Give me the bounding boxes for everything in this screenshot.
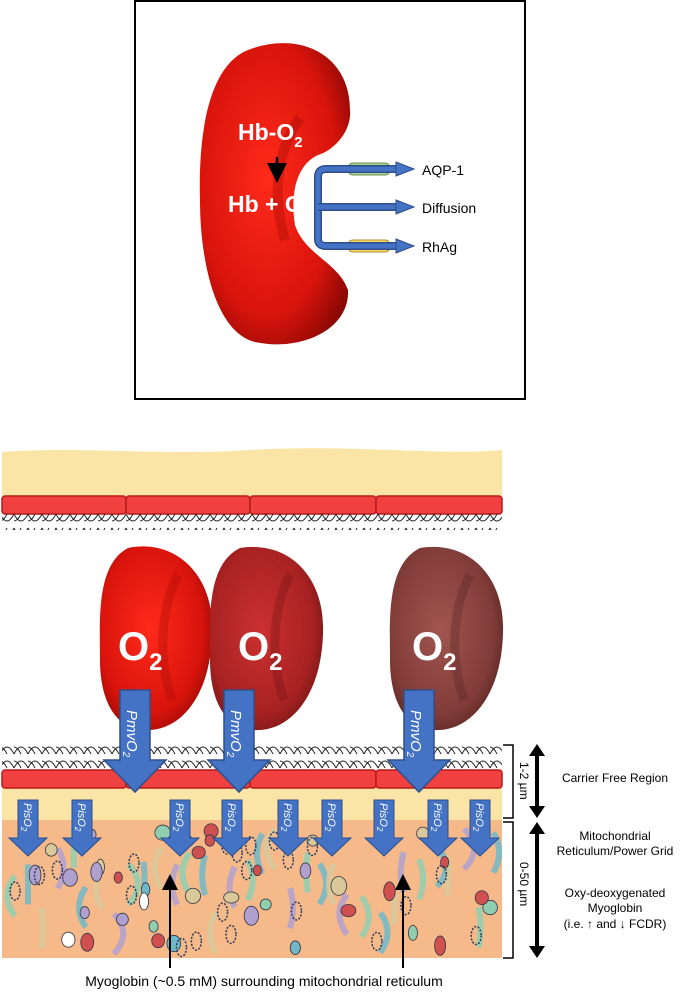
carrier-free-dimension: 1-2 µm: [517, 762, 531, 800]
myo-label-line1: Oxy-deoxygenated: [565, 886, 666, 900]
piso2-label-5: PisO2: [279, 803, 293, 832]
piso2-arrow-7: PisO2: [363, 799, 405, 857]
hb-o2-label: Hb-O2: [238, 119, 303, 151]
piso2-arrows: PisO2 PisO2 PisO2 PisO2 PisO2 PisO2 PisO2 PisO2…: [7, 799, 501, 857]
pmvo2-label-2: PmvO2: [224, 710, 244, 758]
rbc-3-o2-label: O2: [412, 625, 456, 676]
piso2-arrow-9: PisO2: [459, 799, 501, 857]
piso2-label-6: PisO2: [323, 803, 337, 832]
rbc-row: [99, 546, 504, 731]
piso2-arrow-8: PisO2: [417, 799, 459, 857]
hb-plus-o2-label: Hb + O2: [228, 191, 311, 223]
piso2-arrow-4: PisO2: [211, 799, 253, 857]
pmvo2-label-3: PmvO2: [404, 710, 424, 758]
piso2-label-7: PisO2: [375, 803, 389, 832]
pmvo2-arrow-2: PmvO2: [206, 689, 272, 794]
piso2-label-1: PisO2: [19, 803, 33, 832]
piso2-label-3: PisO2: [171, 803, 185, 832]
figure-caption: Myoglobin (~0.5 mM) surrounding mitochon…: [85, 973, 443, 989]
rbc-cell-3: [389, 546, 504, 731]
mito-label-line2: Reticulum/Power Grid: [557, 844, 674, 858]
myo-label-line3: (i.e. ↑ and ↓ FCDR): [564, 917, 667, 931]
carrier-free-region-label: Carrier Free Region: [562, 771, 668, 785]
upper-endothelium: [1, 495, 503, 515]
mito-label-line1: Mitochondrial: [579, 829, 650, 843]
piso2-arrow-3: PisO2: [159, 799, 201, 857]
mito-bracket: [503, 821, 514, 959]
pmvo2-arrow-1: PmvO2: [102, 689, 168, 794]
rbc-body: [199, 43, 351, 345]
mito-dimension: 0-50 µm: [517, 862, 531, 906]
piso2-arrow-6: PisO2: [311, 799, 353, 857]
pmvo2-label-1: PmvO2: [120, 710, 140, 758]
carrier-free-bracket: [503, 744, 514, 819]
rbc-2-o2-label: O2: [238, 625, 282, 676]
top-panel: Hb-O2 Hb + O2 AQP-1 Diffusion RhAg: [134, 0, 526, 400]
piso2-label-9: PisO2: [471, 803, 485, 832]
route-label-rhag: RhAg: [422, 239, 457, 255]
dimension-markers: 1-2 µm 0-50 µm: [503, 744, 545, 959]
rbc-cell-1: [99, 546, 213, 731]
rbc-1-o2-label: O2: [118, 625, 162, 676]
capillary-schematic: O2 O2 O2 PmvO2 PmvO2 PmvO2 PisO2PisO2Pis…: [1, 448, 504, 968]
piso2-arrow-1: PisO2: [7, 799, 49, 857]
piso2-arrow-2: PisO2: [61, 799, 103, 857]
upper-glycocalyx: [2, 514, 502, 530]
right-labels: Carrier Free Region Mitochondrial Reticu…: [557, 771, 674, 931]
rbc-cell-2: [209, 546, 324, 731]
upper-interstitium: [2, 448, 502, 496]
piso2-label-4: PisO2: [223, 803, 237, 832]
myo-label-line2: Myoglobin: [588, 901, 643, 915]
piso2-label-2: PisO2: [73, 803, 87, 832]
pmvo2-arrow-3: PmvO2: [386, 689, 452, 794]
piso2-arrow-5: PisO2: [267, 799, 309, 857]
piso2-label-8: PisO2: [429, 803, 443, 832]
route-label-aqp1: AQP-1: [422, 162, 464, 178]
route-arrows: [314, 161, 416, 254]
route-label-diffusion: Diffusion: [422, 200, 476, 216]
